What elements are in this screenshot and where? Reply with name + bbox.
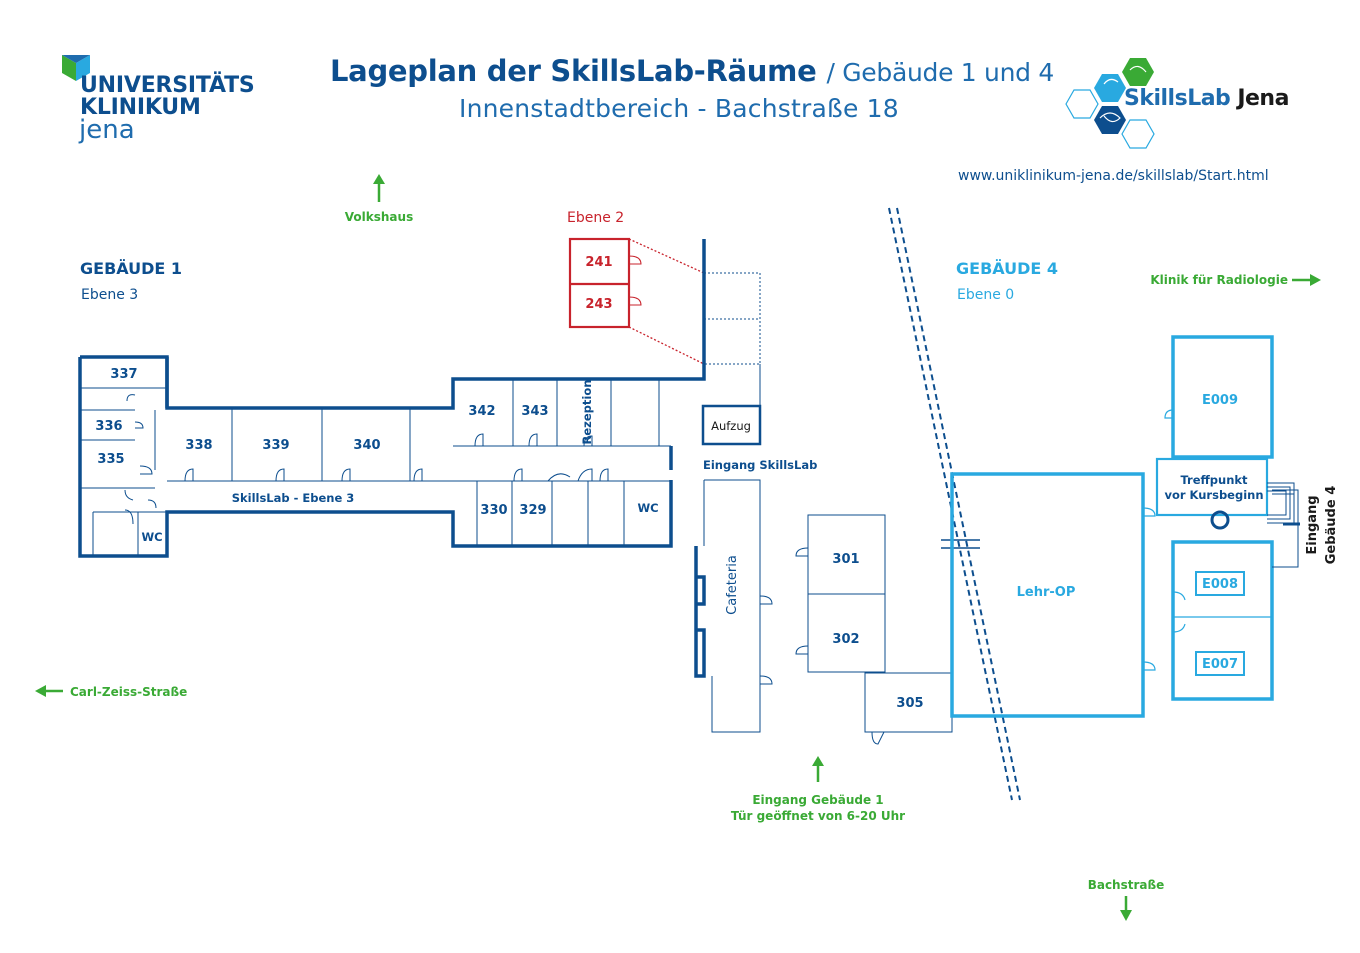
skillslab-logo-part1: SkillsLab (1124, 86, 1231, 111)
room-e008: E008 (1202, 577, 1238, 592)
website-url[interactable]: www.uniklinikum-jena.de/skillslab/Start.… (958, 168, 1269, 184)
universitaetsklinikum-logo: UNIVERSITÄTS KLINIKUM jena (62, 55, 262, 150)
building4-level: Ebene 0 (957, 287, 1014, 303)
skillslab-hexagon-icon (1065, 58, 1155, 149)
arrow-left-carl-zeiss-icon (35, 685, 63, 697)
room-342: 342 (468, 404, 495, 419)
page-subtitle: Innenstadtbereich - Bachstraße 18 (459, 94, 899, 123)
room-343: 343 (521, 404, 548, 419)
room-338: 338 (185, 438, 212, 453)
skillslab-logo-text: SkillsLab Jena (1124, 86, 1289, 111)
building4-title: GEBÄUDE 4 (956, 259, 1058, 278)
room-lehr-op: Lehr-OP (1017, 585, 1076, 600)
page-title: Lageplan der SkillsLab-Räume / Gebäude 1 … (330, 54, 1054, 88)
room-e009: E009 (1202, 393, 1238, 408)
rooms-300-block (795, 514, 953, 745)
building1-level: Ebene 3 (81, 287, 138, 303)
treffpunkt-line-1: Treffpunkt (1180, 473, 1248, 487)
room-336: 336 (95, 419, 122, 434)
room-cafeteria: Cafeteria (725, 555, 740, 615)
direction-radiologie: Klinik für Radiologie (1150, 273, 1288, 287)
arrow-down-bachstrasse-icon (1120, 896, 1132, 921)
cafeteria-walls (694, 479, 773, 733)
ebene2-label: Ebene 2 (567, 210, 624, 226)
direction-eingang-g1-line-1: Eingang Gebäude 1 (752, 793, 883, 807)
room-335: 335 (97, 452, 124, 467)
building1-title: GEBÄUDE 1 (80, 259, 182, 278)
room-330: 330 (480, 503, 507, 518)
eingang-g4-line-2: Gebäude 4 (1324, 486, 1339, 565)
room-wc-2: WC (637, 501, 658, 515)
room-301: 301 (832, 552, 859, 567)
logo-line-1: UNIVERSITÄTS (80, 73, 255, 98)
arrow-up-volkshaus-icon (373, 174, 385, 202)
title-text: Lageplan der SkillsLab-Räume (330, 54, 817, 88)
arrow-right-radiologie-icon (1292, 274, 1321, 286)
eingang-skillslab-label: Eingang SkillsLab (703, 458, 817, 472)
logo-mark-icon (62, 55, 90, 81)
room-329: 329 (519, 503, 546, 518)
room-339: 339 (262, 438, 289, 453)
direction-bachstrasse: Bachstraße (1088, 878, 1165, 892)
room-aufzug: Aufzug (711, 419, 751, 433)
eingang-g4-line-1: Eingang (1305, 495, 1320, 554)
logo-line-3: jena (79, 115, 135, 145)
skillslab-logo-part2: Jena (1237, 86, 1289, 111)
direction-eingang-g1-line-2: Tür geöffnet von 6-20 Uhr (731, 809, 905, 823)
corridor-label: SkillsLab - Ebene 3 (232, 491, 355, 505)
direction-volkshaus: Volkshaus (345, 210, 413, 224)
room-340: 340 (353, 438, 380, 453)
arrow-up-eingang-g1-icon (812, 756, 824, 782)
logo-line-2: KLINIKUM (80, 95, 201, 120)
room-305: 305 (896, 696, 923, 711)
room-rezeption: Rezeption (580, 380, 594, 445)
room-241: 241 (585, 255, 612, 270)
building1-walls (78, 239, 762, 558)
room-337: 337 (110, 367, 137, 382)
title-suffix: / Gebäude 1 und 4 (826, 58, 1054, 87)
room-243: 243 (585, 297, 612, 312)
direction-carl-zeiss: Carl-Zeiss-Straße (70, 685, 187, 699)
treffpunkt-line-2: vor Kursbeginn (1164, 488, 1263, 502)
room-wc-1: WC (141, 530, 162, 544)
building4-walls (950, 335, 1300, 718)
room-302: 302 (832, 632, 859, 647)
room-e007: E007 (1202, 657, 1238, 672)
ebene2-rooms (568, 237, 761, 365)
